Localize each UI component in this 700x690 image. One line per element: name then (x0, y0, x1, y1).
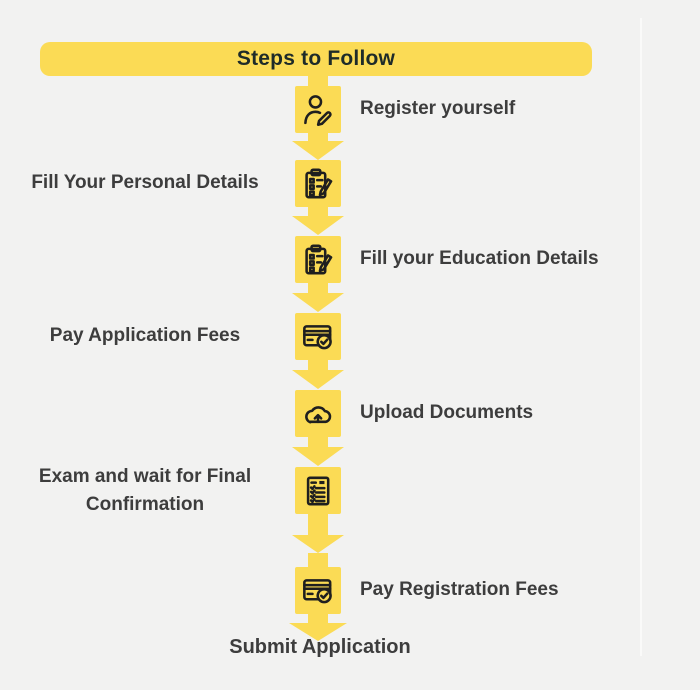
clipboard-edit-icon (305, 243, 333, 274)
card-check-icon (303, 324, 332, 349)
cloud-upload-icon (305, 405, 332, 424)
step-label-education-details: Fill your Education Details (360, 248, 599, 269)
connector-stem (308, 614, 328, 623)
background-divider-line (640, 18, 642, 656)
step-label-registration-fees: Pay Registration Fees (360, 579, 559, 600)
step-box-education-details (295, 236, 341, 283)
step-box-exam-confirmation (295, 467, 341, 514)
down-arrow-final-icon (289, 623, 347, 641)
down-arrow-icon (292, 447, 344, 466)
step-box-application-fees (295, 313, 341, 360)
user-edit-icon (304, 94, 332, 126)
down-arrow-icon (292, 293, 344, 312)
step-box-personal-details (295, 160, 341, 207)
clipboard-edit-icon (305, 167, 333, 198)
down-arrow-icon (292, 216, 344, 235)
connector-stem (308, 283, 328, 293)
connector-stem (308, 207, 328, 216)
down-arrow-icon (292, 141, 344, 160)
checklist-icon (306, 476, 330, 505)
connector-stem (308, 360, 328, 370)
step-label-application-fees: Pay Application Fees (49, 325, 241, 346)
down-arrow-icon (292, 370, 344, 389)
connector-stem (308, 76, 328, 86)
connector-stem (308, 133, 328, 141)
connector-stem (308, 553, 328, 567)
submit-application-label: Submit Application (229, 636, 411, 658)
page-title: Steps to Follow (236, 47, 396, 70)
step-box-register (295, 86, 341, 133)
step-label-personal-details: Fill Your Personal Details (31, 172, 259, 193)
down-arrow-icon (292, 535, 344, 553)
connector-stem (308, 437, 328, 447)
step-label-upload-documents: Upload Documents (360, 402, 534, 423)
step-label-register: Register yourself (360, 98, 516, 119)
card-check-icon (303, 578, 332, 603)
step-box-registration-fees (295, 567, 341, 614)
connector-stem (308, 514, 328, 535)
step-box-upload-documents (295, 390, 341, 437)
title-banner: Steps to Follow (40, 42, 592, 76)
step-label-exam-confirmation: Exam and wait for Final Confirmation (38, 466, 252, 515)
